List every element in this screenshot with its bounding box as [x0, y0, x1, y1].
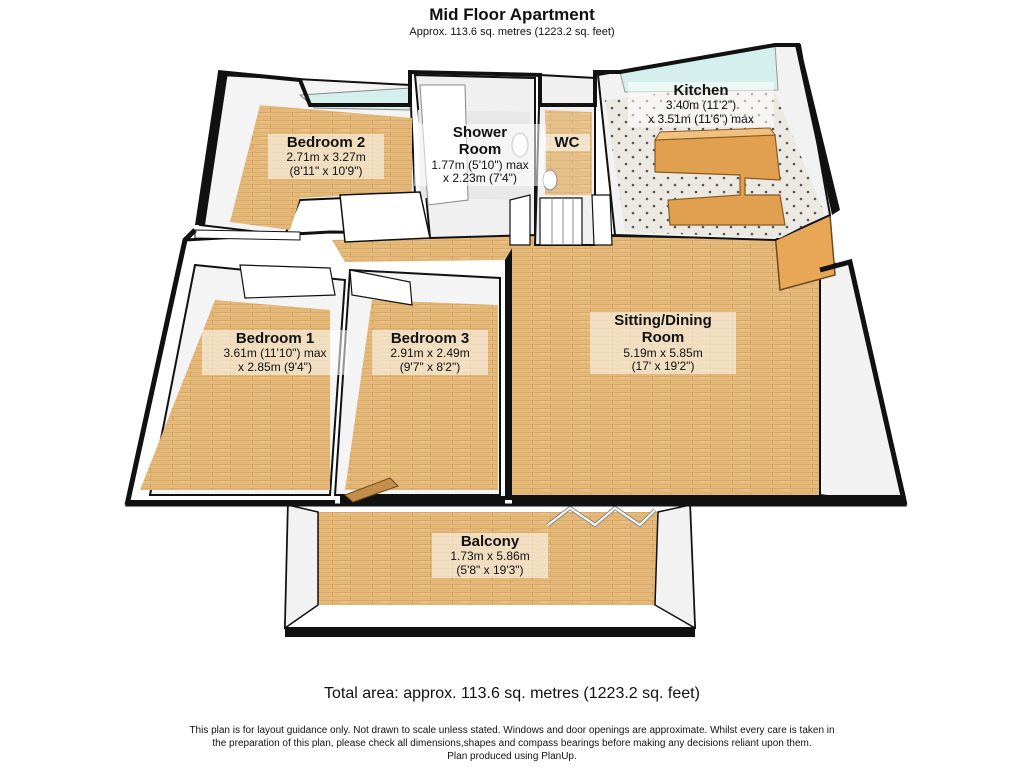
bedroom-3-label: Bedroom 3 2.91m x 2.49m (9'7" x 8'2"): [372, 330, 488, 375]
plan-subtitle: Approx. 113.6 sq. metres (1223.2 sq. fee…: [409, 26, 615, 38]
outer-wall-top: [124, 43, 908, 506]
plan-title: Mid Floor Apartment: [429, 5, 595, 24]
bedroom-3: [333, 268, 505, 504]
disclaimer: This plan is for layout guidance only. N…: [140, 724, 884, 763]
kitchen-label: Kitchen 3.40m (11'2") x 3.51m (11'6") ma…: [628, 82, 774, 127]
kitchen: [596, 44, 840, 242]
bedroom-1: [126, 263, 347, 506]
disclaimer-line-3: Plan produced using PlanUp.: [447, 751, 577, 762]
wc-label: WC: [544, 134, 590, 152]
sitting-dining-label: Sitting/Dining Room 5.19m x 5.85m (17' x…: [590, 312, 736, 375]
disclaimer-line-1: This plan is for layout guidance only. N…: [189, 725, 835, 736]
disclaimer-line-2: the preparation of this plan, please che…: [212, 738, 812, 749]
hall-doors: [239, 191, 613, 306]
total-area: Total area: approx. 113.6 sq. metres (12…: [324, 685, 700, 702]
bedroom-2-label: Bedroom 2 2.71m x 3.27m (8'11" x 10'9"): [268, 134, 384, 179]
bedroom-1-label: Bedroom 1 3.61m (11'10") max x 2.85m (9'…: [202, 330, 348, 375]
shower-room-label: Shower Room 1.77m (5'10") max x 2.23m (7…: [414, 124, 546, 187]
balcony-label: Balcony 1.73m x 5.86m (5'8" x 19'3"): [432, 533, 548, 578]
